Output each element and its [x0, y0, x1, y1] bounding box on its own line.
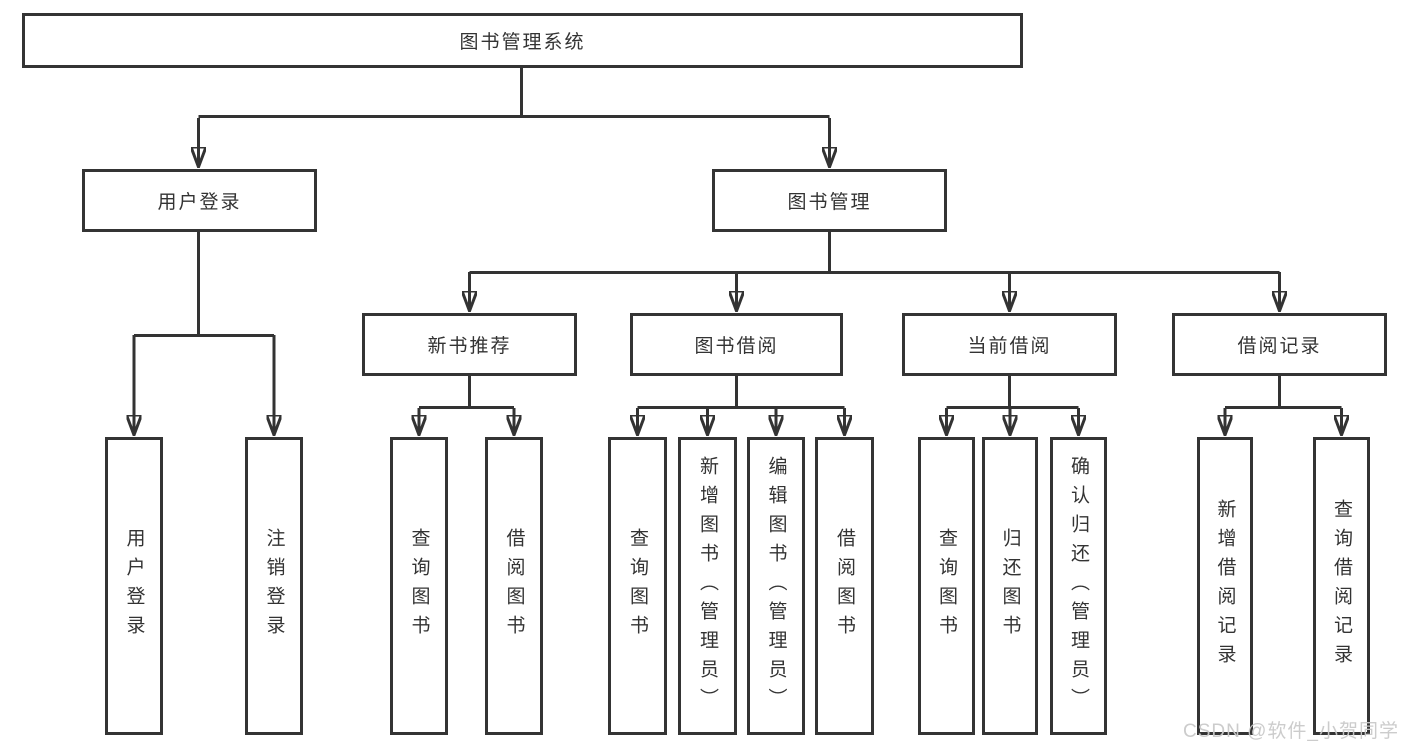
leaf-query-books-borrow: 查询图书	[608, 437, 667, 735]
leaf-edit-book-admin: 编辑图书（管理员）	[747, 437, 805, 735]
leaf-add-book-admin: 新增图书（管理员）	[678, 437, 737, 735]
node-current-borrow: 当前借阅	[902, 313, 1117, 376]
leaf-borrow-books: 借阅图书	[815, 437, 874, 735]
node-library-management-system: 图书管理系统	[22, 13, 1023, 68]
node-borrow-records: 借阅记录	[1172, 313, 1387, 376]
node-new-book-recommend: 新书推荐	[362, 313, 577, 376]
node-book-borrow: 图书借阅	[630, 313, 843, 376]
csdn-watermark: CSDN @软件_小贺同学	[1183, 721, 1399, 742]
node-book-management: 图书管理	[712, 169, 947, 232]
leaf-user-login: 用户登录	[105, 437, 163, 735]
leaf-logout: 注销登录	[245, 437, 303, 735]
leaf-confirm-return-admin: 确认归还（管理员）	[1050, 437, 1107, 735]
leaf-add-borrow-record: 新增借阅记录	[1197, 437, 1253, 735]
leaf-borrow-books-recommend: 借阅图书	[485, 437, 543, 735]
node-user-login: 用户登录	[82, 169, 317, 232]
leaf-query-borrow-record: 查询借阅记录	[1313, 437, 1370, 735]
leaf-query-books-current: 查询图书	[918, 437, 975, 735]
leaf-return-books: 归还图书	[982, 437, 1038, 735]
leaf-query-books-recommend: 查询图书	[390, 437, 448, 735]
